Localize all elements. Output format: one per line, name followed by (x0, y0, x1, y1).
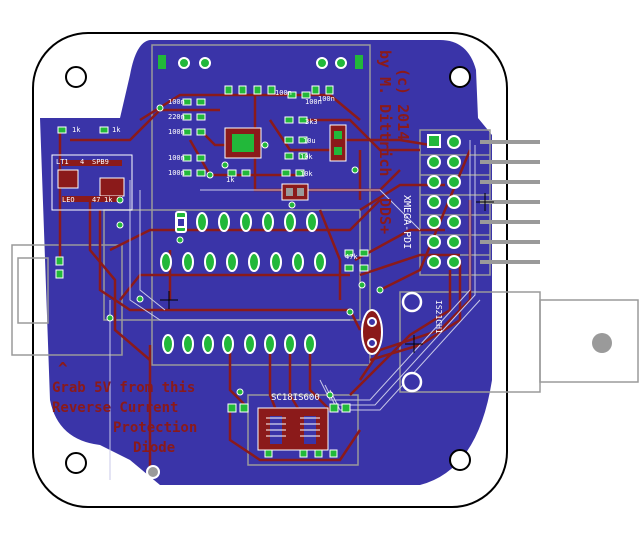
note-line-4: Diode (133, 440, 175, 456)
component-value-label: 47k (345, 253, 358, 261)
note-caret: ^ (58, 359, 68, 378)
signal-traces (109, 140, 481, 480)
component-value-label: 1k (226, 176, 235, 184)
note-line-2: Reverse Current (52, 400, 178, 416)
note-line-3: Protection (113, 420, 197, 436)
mounting-hole-top-left (65, 66, 87, 88)
origin-markers (160, 193, 494, 353)
sc18is600-chip (257, 407, 329, 451)
project-text: DDS+ (376, 198, 394, 234)
copyright-text: (c) 2014 (394, 68, 412, 140)
vias (106, 104, 384, 399)
component-value-label: 1k (112, 126, 121, 134)
large-capacitor (329, 124, 347, 162)
left-module (51, 154, 133, 211)
module-label: LEO (62, 196, 75, 204)
top-header-pads (158, 55, 363, 69)
bottom-via (146, 465, 160, 479)
author-text: by M. Dittrich (376, 50, 394, 176)
mounting-hole-bottom-right (449, 449, 471, 471)
dc-jack-body (539, 299, 639, 383)
component-value-label: 100n (168, 169, 185, 177)
smd-components (55, 85, 369, 458)
mounting-hole-bottom-left (65, 452, 87, 474)
side-note: IS21CH1 (434, 300, 443, 334)
chip-label: SC18IS600 (271, 393, 320, 403)
module-label: 4 (80, 158, 84, 166)
crystal (281, 183, 309, 201)
connector-label: XMEGA-PDI (401, 195, 412, 249)
module-label: SPB9 (92, 158, 109, 166)
component-value-label: 100n (305, 98, 322, 106)
component-value-label: 1k (72, 126, 81, 134)
module-label: 1k (104, 196, 113, 204)
module-label: LT1 (56, 158, 69, 166)
copper-pour (40, 40, 492, 485)
component-value-label: 10k (300, 170, 313, 178)
dip-bottom-row (162, 334, 316, 354)
component-value-label: 100n (168, 154, 185, 162)
dip-second-row (160, 252, 326, 272)
component-value-label: 10k (300, 153, 313, 161)
usb-footprint (11, 244, 123, 356)
microcontroller (224, 127, 262, 159)
component-value-label: 3k3 (305, 118, 318, 126)
dc-jack-pads (361, 291, 423, 393)
component-value-label: 220n (168, 113, 185, 121)
component-value-label: 10u (303, 137, 316, 145)
component-value-label: 100n (318, 95, 335, 103)
component-value-label: 100n (168, 98, 185, 106)
module-label: 47 (92, 196, 100, 204)
right-header-pads (427, 134, 461, 269)
component-value-label: 100n (275, 89, 292, 97)
mounting-hole-top-right (449, 66, 471, 88)
dip-top-row (175, 211, 318, 233)
component-value-label: 100n (168, 128, 185, 136)
dc-jack-hole (592, 333, 612, 353)
note-line-1: Grab 5V from this (52, 380, 195, 396)
mounting-holes (65, 66, 471, 474)
